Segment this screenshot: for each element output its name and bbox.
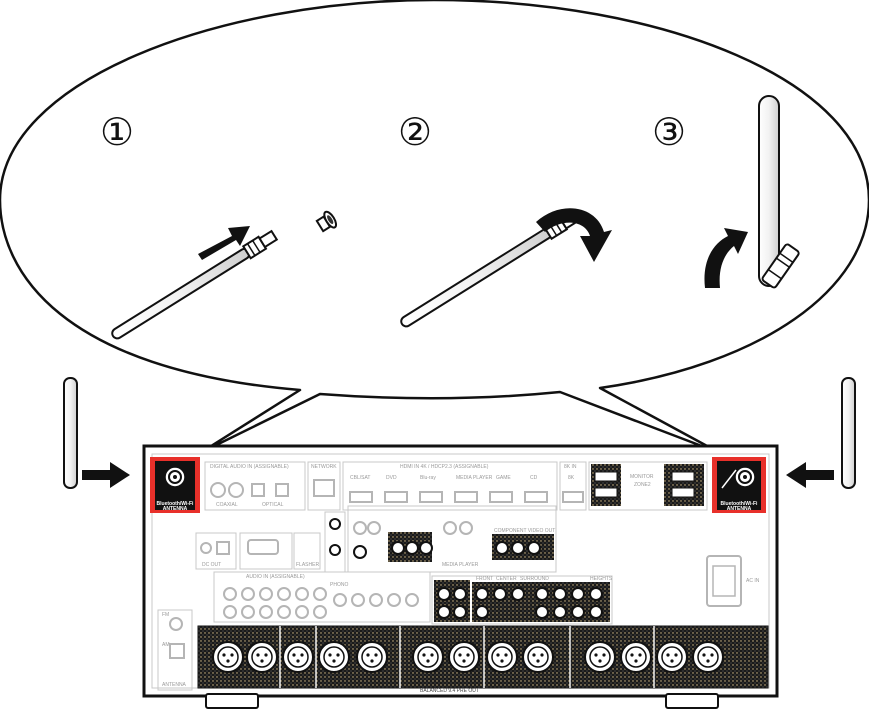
hdmi-in-label: HDMI IN 4K / HDCP2.3 (ASSIGNABLE): [400, 464, 489, 470]
left-antenna-label-1: Bluetooth/Wi-Fi: [157, 501, 195, 507]
hdmi-input-label-6: CD: [530, 475, 538, 481]
hdmi-input-label-4: MEDIA PLAYER: [456, 475, 493, 481]
step-1-number: ①: [100, 110, 134, 154]
xlr-connector: [692, 641, 724, 673]
right-insert-arrow: [786, 462, 834, 488]
step-3-raise-arrow: [704, 228, 748, 288]
left-side-antenna: [63, 377, 78, 489]
front-label: FRONT: [476, 576, 493, 582]
audio-in-label: AUDIO IN (ASSIGNABLE): [246, 574, 305, 580]
step-1-push-arrow: [198, 226, 250, 260]
xlr-connector: [356, 641, 388, 673]
hdmi-in-section: HDMI IN 4K / HDCP2.3 (ASSIGNABLE) CBL/SA…: [342, 461, 558, 511]
ac-inlet: AC IN: [706, 555, 760, 607]
step-1-connector: [315, 210, 338, 233]
surround-label: SURROUND: [520, 576, 549, 582]
left-insert-arrow: [82, 462, 130, 488]
media-player-label: MEDIA PLAYER: [442, 562, 479, 568]
eight-k-in-label: 8K IN: [564, 464, 577, 470]
xlr-connector: [212, 641, 244, 673]
hdmi-port-2: [384, 491, 408, 503]
flasher-label: FLASHER: [296, 562, 319, 568]
step-1-antenna: [111, 229, 279, 340]
hdmi-input-label-5: GAME: [496, 475, 511, 481]
hdmi-port-5: [489, 491, 513, 503]
left-antenna-label-2: ANTENNA: [163, 506, 188, 512]
step-2-number: ②: [398, 110, 432, 154]
xlr-connector: [620, 641, 652, 673]
xlr-connector: [522, 641, 554, 673]
optical-port-1: [251, 483, 265, 497]
xlr-connector: [282, 641, 314, 673]
xlr-connector: [412, 641, 444, 673]
dc-out-flasher-section: DC OUT FLASHER: [195, 532, 321, 570]
pre-out-section: FRONT CENTER SURROUND HEIGHTS: [431, 575, 613, 625]
zone2-label: ZONE2: [634, 482, 651, 488]
hdmi-port-1: [349, 491, 373, 503]
balanced-pre-out-label: BALANCED 9.4 PRE OUT: [420, 688, 479, 694]
coaxial-jack-1: [210, 482, 226, 498]
left-antenna-terminal: Bluetooth/Wi-Fi ANTENNA: [150, 457, 200, 513]
coaxial-jack-2: [228, 482, 244, 498]
heights-label: HEIGHTS: [590, 576, 613, 582]
center-label: CENTER: [496, 576, 517, 582]
eight-k-in-section: 8K IN 8K: [559, 461, 587, 511]
xlr-connector: [486, 641, 518, 673]
am-label: AM: [162, 642, 170, 648]
monitor-label: MONITOR: [630, 474, 654, 480]
right-antenna-label-2: ANTENNA: [727, 506, 752, 512]
optical-label: OPTICAL: [262, 502, 284, 508]
component-video-label: COMPONENT VIDEO OUT: [494, 528, 555, 534]
xlr-connector: [448, 641, 480, 673]
callout-bubble: [0, 0, 869, 455]
digital-audio-label: DIGITAL AUDIO IN (ASSIGNABLE): [210, 464, 289, 470]
hdmi-input-label-2: DVD: [386, 475, 397, 481]
phono-label: PHONO: [330, 582, 348, 588]
hdmi-port-4: [454, 491, 478, 503]
hdmi-input-label-3: Blu-ray: [420, 475, 436, 481]
right-antenna-label-1: Bluetooth/Wi-Fi: [721, 501, 759, 507]
component-video-section: MEDIA PLAYER COMPONENT VIDEO OUT: [347, 505, 557, 573]
xlr-connector: [246, 641, 278, 673]
step-3-number: ③: [652, 110, 686, 154]
network-label: NETWORK: [311, 464, 337, 470]
right-side-antenna: [841, 377, 856, 489]
hdmi-out-section: MONITOR ZONE2: [588, 461, 708, 511]
xlr-connector: [656, 641, 688, 673]
fm-am-antenna-label: ANTENNA: [162, 682, 187, 688]
balanced-pre-out-strip: BALANCED 9.4 PRE OUT: [197, 625, 769, 694]
coaxial-label: COAXIAL: [216, 502, 238, 508]
fm-am-terminals: FM AM ANTENNA: [157, 609, 193, 691]
step-3-antenna: [758, 95, 800, 289]
xlr-connector: [584, 641, 616, 673]
right-antenna-terminal: Bluetooth/Wi-Fi ANTENNA: [712, 457, 766, 513]
optical-port-2: [275, 483, 289, 497]
step-2-rotate-arrow: [536, 208, 612, 262]
hdmi-port-3: [419, 491, 443, 503]
network-port: NETWORK: [307, 461, 341, 511]
hdmi-input-label-1: CBL/SAT: [350, 475, 370, 481]
eight-k-input-label: 8K: [568, 475, 575, 481]
fm-label: FM: [162, 612, 169, 618]
dc-out-label: DC OUT: [202, 562, 221, 568]
xlr-connector: [318, 641, 350, 673]
hdmi-port-6: [524, 491, 548, 503]
digital-audio-section: DIGITAL AUDIO IN (ASSIGNABLE) COAXIAL OP…: [204, 461, 306, 511]
audio-in-section: AUDIO IN (ASSIGNABLE) PHONO: [213, 571, 431, 623]
ac-in-label: AC IN: [746, 578, 760, 584]
